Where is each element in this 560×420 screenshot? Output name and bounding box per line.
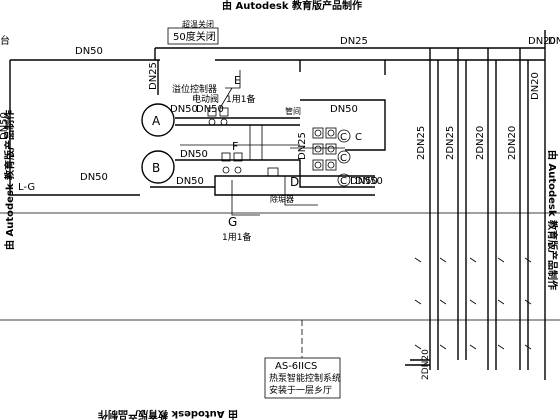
callout-c1 bbox=[337, 129, 351, 143]
label-dn50-mid-a: DN50 bbox=[170, 104, 198, 115]
label-riser-low: 2DN20 bbox=[421, 349, 431, 380]
label-riser-4: 2DN20 bbox=[507, 126, 518, 160]
label-dn20-top-right: DN20 bbox=[528, 36, 556, 47]
label-riser-1: 2DN25 bbox=[416, 126, 427, 160]
callout-g: G bbox=[228, 215, 237, 229]
control-box: AS-6IICS 热泵智能控制系统 安装于一层乡厅 bbox=[264, 320, 341, 399]
label-close-50deg: 50度关闭 bbox=[173, 30, 216, 43]
label-1use1standby-g: 1用1备 bbox=[222, 231, 251, 243]
label-dn50-top: DN50 bbox=[75, 46, 103, 57]
softener-device bbox=[267, 167, 279, 177]
callout-d-leader bbox=[284, 176, 318, 206]
callout-d: D bbox=[290, 175, 299, 189]
tank-a-label: A bbox=[152, 114, 161, 128]
label-overflow-controller: 溢位控制器 bbox=[172, 83, 217, 95]
callout-c2 bbox=[337, 150, 351, 164]
label-l-g: L-G bbox=[18, 182, 35, 193]
label-dn50-bottom: DN50 bbox=[355, 176, 383, 187]
pump-set-f bbox=[221, 152, 243, 174]
label-electric-valve: 电动阀 bbox=[192, 93, 219, 105]
label-dn50-mid-b: DN50 bbox=[196, 104, 224, 115]
callout-c2-label: C bbox=[340, 153, 347, 164]
label-dn50-left-mid: DN50 bbox=[80, 172, 108, 183]
callout-c3 bbox=[337, 173, 351, 187]
label-dn50-right-b: DN50 bbox=[350, 176, 378, 187]
watermark-top: 由 Autodesk 教育版产品制作 bbox=[222, 0, 362, 12]
callout-g-leader bbox=[231, 180, 260, 216]
callout-e-leader bbox=[219, 70, 241, 109]
control-box-location: 安装于一层乡厅 bbox=[269, 384, 332, 396]
label-riser-2: 2DN25 bbox=[445, 126, 456, 160]
pump-set-e bbox=[207, 107, 229, 126]
label-overtemp: 超温关闭 bbox=[182, 19, 214, 29]
label-dn25-vertical: DN25 bbox=[148, 62, 159, 90]
callout-c4-label: C bbox=[355, 132, 362, 143]
label-dn2-top-right: DN2 bbox=[548, 36, 560, 47]
control-box-name: 热泵智能控制系统 bbox=[269, 372, 341, 384]
callout-c1-label: C bbox=[340, 132, 347, 143]
close-50-box bbox=[167, 27, 219, 45]
label-tai: 台 bbox=[0, 34, 10, 47]
label-dn25-mid: DN25 bbox=[297, 132, 308, 160]
tank-a bbox=[141, 103, 175, 137]
riser-ends bbox=[414, 257, 532, 350]
watermark-bottom: 由 Autodesk 教育版产品制作 bbox=[98, 408, 238, 420]
main-loop-pipe bbox=[9, 48, 215, 196]
control-box-model: AS-6IICS bbox=[275, 361, 317, 372]
top-branch-pipe bbox=[215, 59, 386, 75]
label-bypass: 管间 bbox=[285, 106, 301, 116]
tank-b bbox=[141, 150, 175, 184]
watermark-right: 由 Autodesk 教育版产品制作 bbox=[546, 150, 559, 290]
callout-f: F bbox=[232, 140, 238, 153]
label-riser-3: 2DN20 bbox=[475, 126, 486, 160]
riser-group bbox=[385, 30, 546, 380]
callout-e: E bbox=[234, 74, 241, 87]
callout-c3-label: C bbox=[340, 176, 347, 187]
label-dn25-top: DN25 bbox=[340, 36, 368, 47]
label-dn50-mid-d: DN50 bbox=[176, 176, 204, 187]
label-dn50-mid-c: DN50 bbox=[180, 149, 208, 160]
label-1use1standby-e: 1用1备 bbox=[226, 93, 255, 105]
label-softener: 除垢器 bbox=[270, 194, 294, 204]
tank-b-label: B bbox=[152, 161, 160, 175]
label-dn50-right-a: DN50 bbox=[330, 104, 358, 115]
heat-pump-units bbox=[312, 127, 337, 171]
label-dn50-edge: DN50 bbox=[0, 112, 10, 140]
top-pipe-right bbox=[155, 47, 545, 61]
label-riser-5: DN20 bbox=[530, 72, 541, 100]
